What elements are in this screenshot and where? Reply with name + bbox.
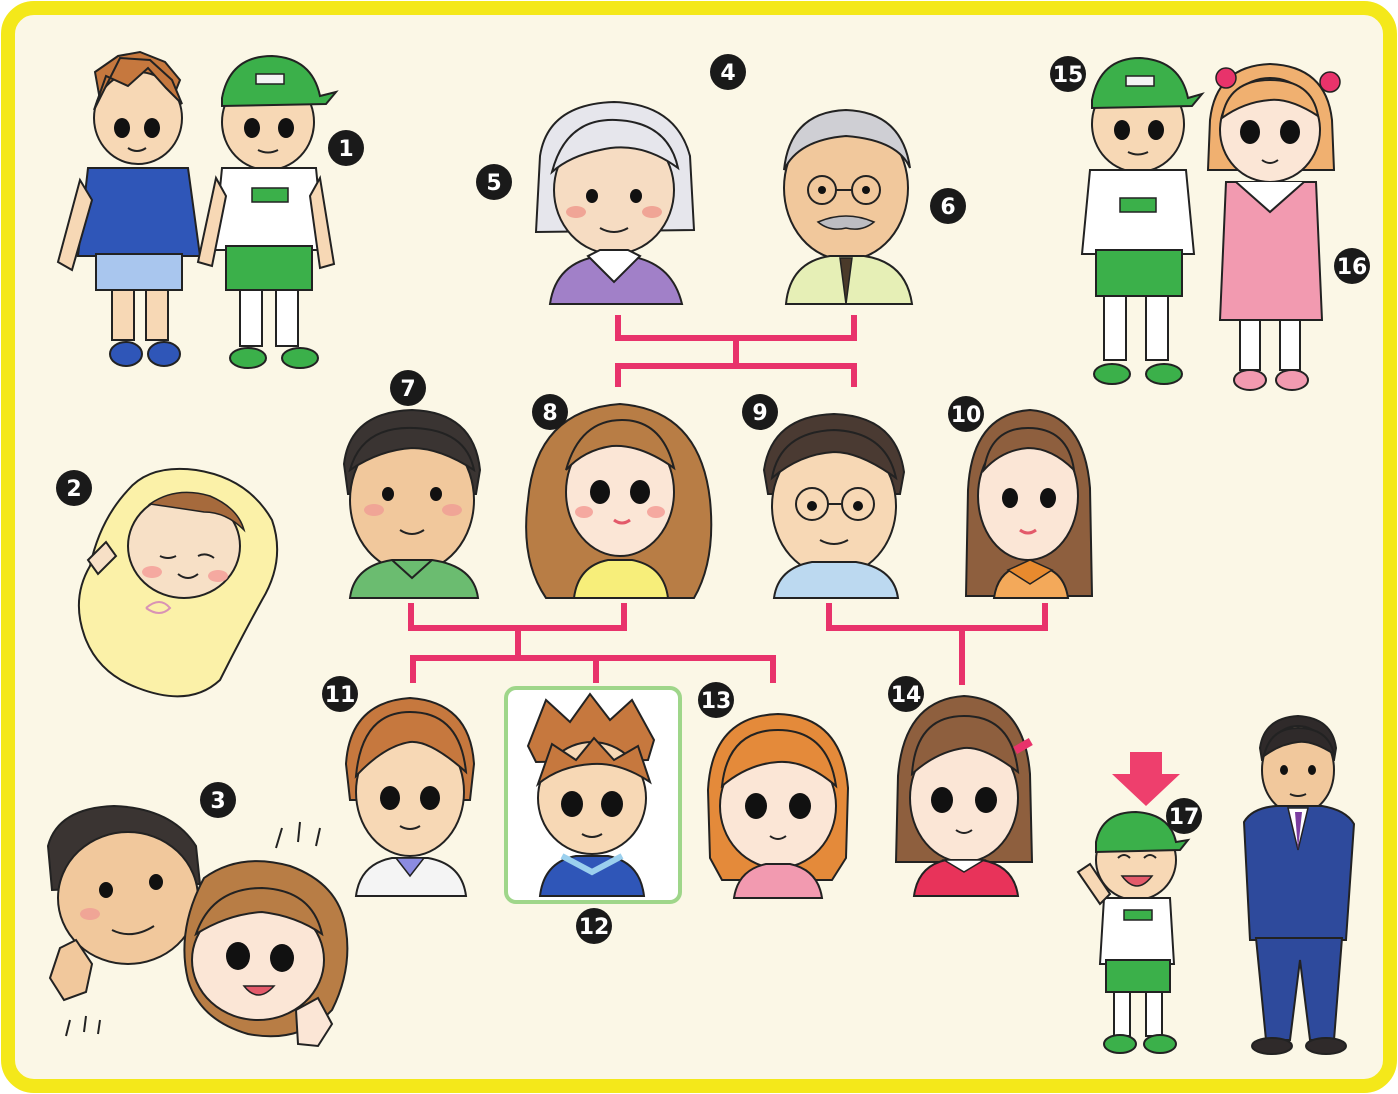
badge-circle: [390, 370, 426, 406]
boy-green-cap-uniform-icon: [196, 54, 339, 369]
badge-circle: [930, 188, 966, 224]
badge-number: 9: [752, 401, 767, 426]
badge-circle: [1166, 798, 1202, 834]
badge-circle: [710, 54, 746, 90]
boy-blue-hoodie-icon: [56, 50, 202, 367]
boy-green-cap-icon: [1080, 56, 1205, 385]
badge-number: 15: [1053, 63, 1084, 88]
badge-number: 6: [940, 195, 955, 220]
baby-yellow-onesie-icon: [77, 467, 279, 698]
badge-number: 5: [486, 171, 501, 196]
sister-pigtails-icon: [706, 712, 850, 899]
badge-number: 13: [701, 689, 732, 714]
badge-number: 4: [720, 61, 735, 86]
badge-circle: [56, 470, 92, 506]
number-badge-12: 12: [576, 908, 612, 944]
boy-me-highlighted-icon: [526, 692, 656, 897]
badge-circle: [322, 676, 358, 712]
badge-circle: [698, 682, 734, 718]
badge-number: 3: [210, 789, 225, 814]
number-badge-3: 3: [200, 782, 236, 818]
number-badge-14: 14: [888, 676, 924, 712]
uncle-glasses-icon: [762, 412, 906, 599]
number-badge-9: 9: [742, 394, 778, 430]
number-badge-6: 6: [930, 188, 966, 224]
number-badge-8: 8: [532, 394, 568, 430]
small-boy-waving-icon: [1076, 810, 1191, 1054]
badge-circle: [532, 394, 568, 430]
down-arrow-icon: [1112, 752, 1180, 806]
number-badge-10: 10: [948, 396, 984, 432]
badge-circle: [888, 676, 924, 712]
badge-circle: [948, 396, 984, 432]
number-badge-4: 4: [710, 54, 746, 90]
number-badge-2: 2: [56, 470, 92, 506]
number-badge-7: 7: [390, 370, 426, 406]
badge-number: 12: [579, 915, 610, 940]
badge-number: 14: [891, 683, 922, 708]
badge-circle: [328, 130, 364, 166]
girl-pink-dress-icon: [1206, 62, 1341, 391]
cousin-girl-icon: [894, 694, 1034, 897]
badge-circle: [476, 164, 512, 200]
man-blue-suit-icon: [1242, 714, 1356, 1055]
badge-circle: [742, 394, 778, 430]
number-badge-11: 11: [322, 676, 358, 712]
badge-circle: [576, 908, 612, 944]
badge-number: 7: [400, 377, 415, 402]
badge-number: 17: [1169, 805, 1200, 830]
badge-number: 2: [66, 477, 81, 502]
grandfather-glasses-icon: [783, 108, 914, 305]
badge-number: 10: [951, 403, 982, 428]
number-badge-13: 13: [698, 682, 734, 718]
badge-circle: [1050, 56, 1086, 92]
badge-number: 1: [338, 137, 353, 162]
number-badge-5: 5: [476, 164, 512, 200]
family-connectors: [408, 315, 1048, 685]
father-icon: [342, 408, 482, 599]
number-badge-15: 15: [1050, 56, 1086, 92]
waving-couple-icon: [46, 804, 349, 1048]
number-badge-17: 17: [1166, 798, 1202, 834]
mother-curly-hair-icon: [525, 402, 713, 599]
badge-circle: [200, 782, 236, 818]
number-badge-1: 1: [328, 130, 364, 166]
badge-number: 8: [542, 401, 557, 426]
number-badge-16: 16: [1334, 248, 1370, 284]
grandmother-icon: [534, 100, 696, 305]
aunt-long-hair-icon: [964, 408, 1094, 599]
older-brother-icon: [344, 696, 476, 897]
badge-circle: [1334, 248, 1370, 284]
badge-number: 11: [325, 683, 356, 708]
badge-number: 16: [1337, 255, 1368, 280]
